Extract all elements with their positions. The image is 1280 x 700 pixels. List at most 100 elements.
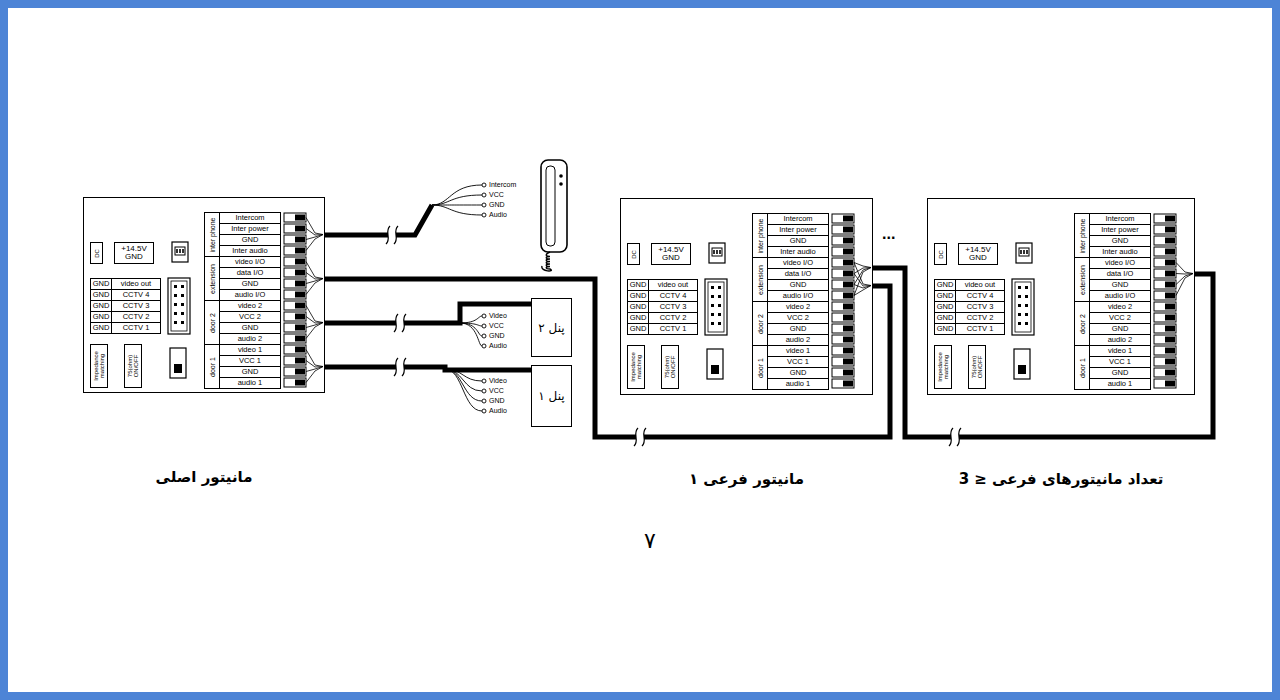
terminal-name-text: Inter power <box>220 224 280 234</box>
fan-wire <box>445 369 482 401</box>
terminal-name-text: VCC 1 <box>768 357 828 367</box>
terminal-name-text: audio 2 <box>768 335 828 345</box>
wire-name: Video <box>489 377 507 384</box>
cctv-terminal: CCTV 1 <box>648 323 698 335</box>
dc-jack: DC <box>627 243 640 265</box>
cctv-terminal: GND <box>934 323 956 335</box>
impedance-switch-text: Impedance matching <box>91 345 107 387</box>
cctv-terminal-text: GND <box>935 302 955 312</box>
terminal-name-text: video 1 <box>1090 346 1150 356</box>
terminal-name-text: video I/O <box>220 257 280 267</box>
monitor-unit: DC+14.5V GNDGNDvideo outGNDCCTV 4GNDCCTV… <box>620 198 873 395</box>
cctv-terminal-text: GND <box>935 291 955 301</box>
fan-wire <box>460 316 482 323</box>
termination-switch-text: 75(ohm) ON/OFF <box>125 345 141 387</box>
terminal-name-text: GND <box>768 280 828 290</box>
terminal-group: door 2 <box>1074 301 1090 346</box>
cable <box>325 304 531 323</box>
terminal-name-text: Intercom <box>1090 214 1150 224</box>
terminal-name-text: Inter power <box>1090 225 1150 235</box>
terminal-name-text: VCC 2 <box>1090 313 1150 323</box>
terminal-group-text: extension <box>205 257 219 300</box>
handset-cable <box>325 205 432 235</box>
power-terminal-text: +14.5V GND <box>115 243 153 263</box>
terminal-name-text: GND <box>220 235 280 245</box>
power-terminal-text: +14.5V GND <box>959 244 997 264</box>
wire-end <box>482 203 486 207</box>
door-panel: پنل ۱ <box>531 365 572 427</box>
door-panel: پنل ۲ <box>531 298 572 357</box>
fan-wire <box>432 205 482 206</box>
cctv-terminal-text: CCTV 1 <box>649 324 697 334</box>
terminal-name: audio 1 <box>1089 378 1151 390</box>
fan-wire <box>460 323 482 346</box>
power-terminal: +14.5V GND <box>651 243 691 265</box>
cctv-terminal-text: CCTV 2 <box>956 313 1004 323</box>
cctv-terminal: GND <box>627 323 649 335</box>
termination-switch-text: 75(ohm) ON/OFF <box>662 346 678 388</box>
cctv-terminal-text: GND <box>91 290 111 300</box>
terminal-name-text: video 1 <box>220 345 280 355</box>
cctv-terminal-text: CCTV 2 <box>649 313 697 323</box>
termination-switch: 75(ohm) ON/OFF <box>968 345 986 389</box>
fan-wire <box>445 369 482 411</box>
cctv-terminal-text: GND <box>628 291 648 301</box>
cctv-terminal-text: GND <box>628 280 648 290</box>
cctv-terminal: CCTV 1 <box>955 323 1005 335</box>
wire-end <box>482 389 486 393</box>
cctv-terminal-text: GND <box>91 301 111 311</box>
terminal-name-text: video 1 <box>768 346 828 356</box>
wire-end <box>482 314 486 318</box>
dc-jack: DC <box>90 242 103 264</box>
terminal-group-text: door 1 <box>205 345 219 388</box>
wire-end <box>482 213 486 217</box>
terminal-group: door 1 <box>204 344 220 389</box>
monitor-caption: مانیتور اصلی <box>156 468 253 486</box>
terminal-name-text: GND <box>220 367 280 377</box>
terminal-group: inter phone <box>204 212 220 257</box>
wire-end <box>482 399 486 403</box>
terminal-name-text: GND <box>220 279 280 289</box>
monitor-unit: DC+14.5V GNDGNDvideo outGNDCCTV 4GNDCCTV… <box>83 197 325 393</box>
terminal-name-text: data I/O <box>220 268 280 278</box>
wire-end <box>482 379 486 383</box>
break-mark <box>386 226 398 244</box>
panel-label: پنل ۲ <box>538 321 564 335</box>
terminal-name-text: GND <box>220 323 280 333</box>
terminal-name-text: Inter audio <box>1090 247 1150 257</box>
terminal-name-text: Inter power <box>768 225 828 235</box>
cctv-terminal-text: GND <box>628 324 648 334</box>
terminal-name-text: GND <box>1090 280 1150 290</box>
terminal-name-text: GND <box>768 368 828 378</box>
terminal-group: inter phone <box>1074 213 1090 258</box>
dc-jack-text: DC <box>91 243 102 263</box>
terminal-name-text: data I/O <box>768 269 828 279</box>
wire-end <box>482 409 486 413</box>
cctv-terminal: GND <box>90 322 112 334</box>
fan-wire <box>460 323 482 336</box>
wire-name: VCC <box>489 322 504 329</box>
cctv-terminal-text: GND <box>628 302 648 312</box>
terminal-group: door 2 <box>752 301 768 346</box>
terminal-group-text: inter phone <box>753 214 767 257</box>
dc-jack-text: DC <box>935 244 946 264</box>
impedance-switch-text: Impedance matching <box>935 346 951 388</box>
terminal-name-text: Inter audio <box>220 246 280 256</box>
terminal-name: audio 1 <box>219 377 281 389</box>
wire-name: GND <box>489 201 505 208</box>
terminal-group: extension <box>1074 257 1090 302</box>
cctv-terminal-text: CCTV 1 <box>112 323 160 333</box>
terminal-name-text: audio I/O <box>220 290 280 300</box>
terminal-name-text: video I/O <box>1090 258 1150 268</box>
terminal-name-text: GND <box>1090 236 1150 246</box>
wire-end <box>482 324 486 328</box>
terminal-name-text: GND <box>768 236 828 246</box>
wire-name: Intercom <box>489 181 516 188</box>
terminal-name-text: video I/O <box>768 258 828 268</box>
wire-name: Audio <box>489 211 507 218</box>
fan-wire <box>432 185 482 205</box>
fan-wire <box>445 369 482 391</box>
cctv-terminal-text: GND <box>935 280 955 290</box>
terminal-name-text: video 2 <box>1090 302 1150 312</box>
cctv-terminal-text: GND <box>628 313 648 323</box>
